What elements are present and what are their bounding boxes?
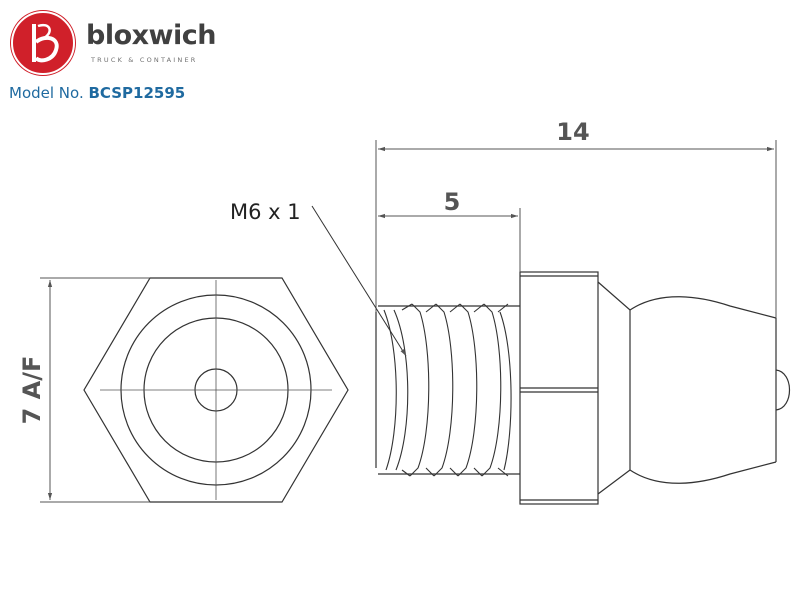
af-dimension (40, 277, 150, 503)
overall-length-dimension (375, 140, 777, 318)
model-value: BCSP12595 (88, 84, 186, 102)
side-view (375, 271, 790, 505)
hex-outline (83, 277, 349, 503)
thread-lines (383, 303, 512, 477)
brand-tagline: TRUCK & CONTAINER (91, 56, 198, 64)
thread-leader (311, 205, 407, 357)
dim-across-flats: 7 A/F (18, 356, 46, 425)
thread-length-dimension (378, 208, 521, 272)
brand-name: bloxwich (86, 20, 216, 51)
thread-callout: M6 x 1 (230, 200, 301, 224)
model-label: Model No. (9, 84, 84, 102)
dim-overall-length: 14 (556, 118, 589, 146)
brand-logo: bloxwich TRUCK & CONTAINER (8, 8, 238, 80)
model-number: Model No. BCSP12595 (9, 86, 185, 101)
hex-end-view (83, 277, 349, 503)
bloxwich-logo-icon (10, 10, 76, 76)
dim-thread-length: 5 (444, 188, 461, 216)
